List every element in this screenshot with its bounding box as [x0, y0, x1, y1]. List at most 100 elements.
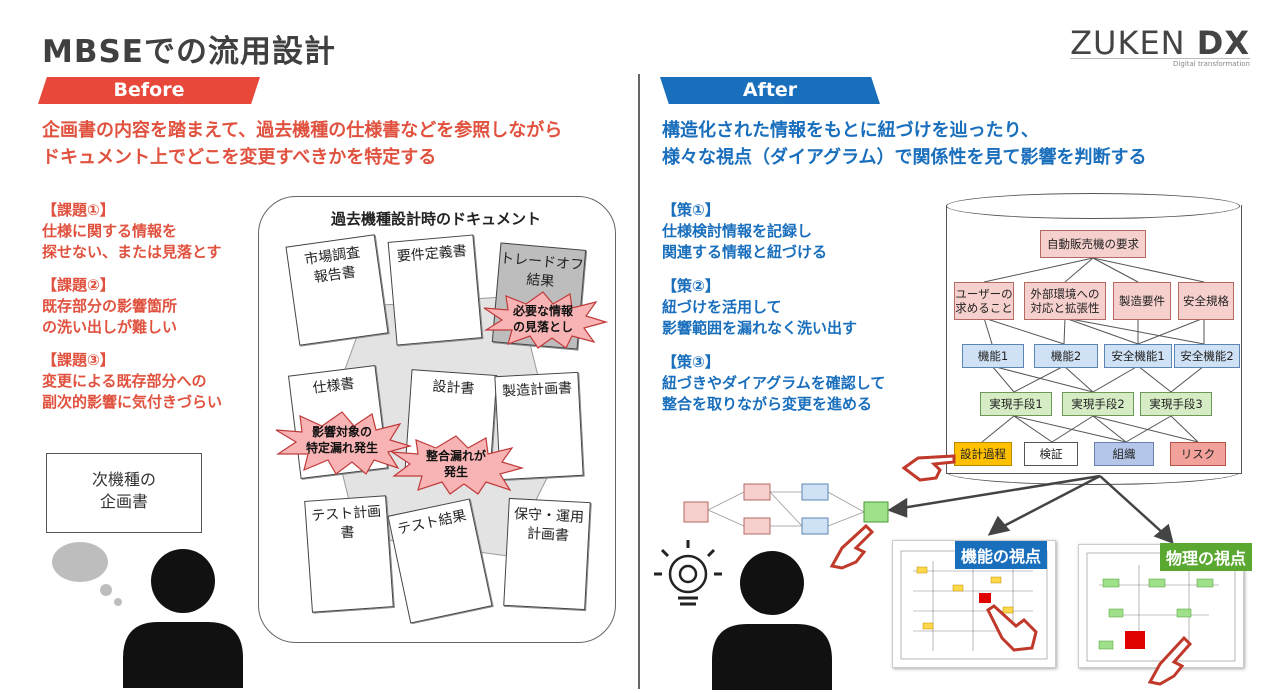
issue-list: 【課題①】 仕様に関する情報を 探せない、または見落とす 【課題②】 既存部分の… [42, 200, 252, 425]
physical-view-diagram [1086, 552, 1236, 662]
issue-1: 【課題①】 仕様に関する情報を 探せない、または見落とす [42, 200, 252, 263]
burst-label: 特定漏れ発生 [305, 441, 378, 455]
note-label: 次機種の [91, 470, 156, 489]
burst-label: 発生 [443, 465, 468, 479]
pointing-hand-icon [901, 454, 956, 482]
node-label: 求めること [955, 301, 1013, 315]
issue-text: 探せない、または見落とす [42, 243, 222, 261]
node-verification[interactable]: 検証 [1024, 442, 1078, 466]
doc-test-plan: テスト計画書 [304, 495, 394, 613]
view-arrows [887, 474, 1174, 545]
doc-label: 設計書 [431, 378, 475, 398]
node-manufacturing-req[interactable]: 製造要件 [1113, 282, 1171, 320]
node-environment[interactable]: 外部環境への対応と拡張性 [1024, 282, 1106, 320]
burst-label: 必要な情報 [512, 304, 573, 318]
node-safety-standard[interactable]: 安全規格 [1178, 282, 1234, 320]
measure-head: 【策②】 [662, 277, 720, 295]
model-db-top [946, 193, 1240, 219]
measure-text: 関連する情報と紐づける [662, 243, 828, 261]
measure-text: 仕様検討情報を記録し [662, 222, 813, 240]
burst-consistency [389, 435, 524, 495]
person-icon [712, 551, 832, 690]
measure-text: 紐づきやダイアグラムを確認して [662, 374, 886, 392]
node-design-process[interactable]: 設計過程 [954, 442, 1012, 466]
function-view-label: 機能の視点 [955, 541, 1048, 569]
measure-list: 【策①】 仕様検討情報を記録し 関連する情報と紐づける 【策②】 紐づけを活用し… [662, 200, 912, 428]
node-label: 対応と拡張性 [1030, 301, 1100, 315]
burst-label: 整合漏れが [425, 449, 486, 463]
node-organization[interactable]: 組織 [1094, 442, 1154, 466]
pointing-hand-icon [829, 523, 875, 570]
after-lead: 構造化された情報をもとに紐づけを辿ったり、 様々な視点（ダイアグラム）で関係性を… [662, 117, 1147, 171]
node-risk[interactable]: リスク [1170, 442, 1226, 466]
node-user-needs[interactable]: ユーザーの求めること [954, 282, 1014, 320]
after-lead-line: 構造化された情報をもとに紐づけを辿ったり、 [662, 120, 1039, 141]
issue-text: 副次的影響に気付きづらい [42, 393, 223, 411]
after-tag: After [660, 77, 880, 104]
node-vending-requirement[interactable]: 自動販売機の要求 [1040, 230, 1146, 258]
pointing-hand-icon [986, 604, 1038, 652]
logo-subtitle: Digital transformation [1173, 60, 1250, 68]
doc-requirements: 要件定義書 [387, 234, 483, 346]
issue-3: 【課題③】 変更による既存部分への 副次的影響に気付きづらい [42, 350, 252, 413]
burst-label: の見落とし [512, 320, 573, 334]
node-function-2[interactable]: 機能2 [1034, 344, 1098, 368]
issue-head: 【課題③】 [42, 351, 115, 369]
measure-head: 【策①】 [662, 201, 720, 219]
zuken-dx-logo: ZUKEN DX [1070, 24, 1250, 62]
issue-head: 【課題②】 [42, 276, 115, 294]
node-label: 外部環境への [1030, 287, 1100, 301]
node-safety-function-2[interactable]: 安全機能2 [1174, 344, 1240, 368]
burst-impact-missing [275, 411, 412, 475]
logo-underline [1070, 58, 1250, 59]
measure-head: 【策③】 [662, 353, 720, 371]
measure-1: 【策①】 仕様検討情報を記録し 関連する情報と紐づける [662, 200, 912, 263]
doc-market-research: 市場調査 報告書 [285, 234, 389, 346]
node-means-1[interactable]: 実現手段1 [980, 392, 1052, 416]
before-lead: 企画書の内容を踏まえて、過去機種の仕様書などを参照しながら ドキュメント上でどこ… [42, 117, 562, 171]
burst-missing-info [483, 291, 608, 349]
before-lead-line: ドキュメント上でどこを変更すべきかを特定する [42, 147, 437, 168]
measure-text: 影響範囲を漏れなく洗い出す [662, 319, 858, 337]
logo-text: ZUKEN [1070, 24, 1186, 62]
issue-2: 【課題②】 既存部分の影響箇所 の洗い出しが難しい [42, 275, 252, 338]
doc-maintenance-plan: 保守・運用 計画書 [503, 497, 591, 611]
gear-idea-icon [654, 540, 722, 606]
pointing-hand-icon [1147, 635, 1193, 686]
doc-label: 要件定義書 [396, 243, 468, 266]
node-means-2[interactable]: 実現手段2 [1062, 392, 1134, 416]
burst-missing-info-text: 必要な情報 の見落とし [490, 303, 596, 335]
issue-text: 変更による既存部分への [42, 372, 207, 390]
node-means-3[interactable]: 実現手段3 [1140, 392, 1212, 416]
before-tag: Before [38, 77, 260, 104]
burst-label: 影響対象の [311, 425, 372, 439]
logo-dx: DX [1196, 24, 1250, 62]
doc-label: 仕様書 [311, 375, 356, 397]
issue-head: 【課題①】 [42, 201, 115, 219]
next-model-plan-note: 次機種の 企画書 [46, 453, 202, 533]
thought-bubble-icon [52, 542, 122, 606]
burst-consistency-text: 整合漏れが 発生 [402, 448, 510, 480]
section-divider [638, 74, 640, 689]
node-safety-function-1[interactable]: 安全機能1 [1104, 344, 1172, 368]
before-lead-line: 企画書の内容を踏まえて、過去機種の仕様書などを参照しながら [42, 120, 563, 141]
measure-text: 整合を取りながら変更を進める [662, 395, 873, 413]
document-panel-title: 過去機種設計時のドキュメント [330, 210, 541, 228]
after-lead-line: 様々な視点（ダイアグラム）で関係性を見て影響を判断する [662, 147, 1147, 168]
node-function-1[interactable]: 機能1 [962, 344, 1024, 368]
page-title: MBSEでの流用設計 [42, 34, 336, 70]
burst-impact-missing-text: 影響対象の 特定漏れ発生 [286, 424, 398, 456]
measure-3: 【策③】 紐づきやダイアグラムを確認して 整合を取りながら変更を進める [662, 352, 912, 415]
person-icon [123, 549, 243, 688]
node-label: ユーザーの [955, 287, 1013, 301]
model-tree-links [981, 257, 1205, 443]
physical-view-label: 物理の視点 [1160, 543, 1253, 571]
doc-label: 製造計画書 [501, 380, 573, 400]
note-label: 企画書 [99, 492, 148, 511]
doc-label: テスト計画書 [310, 503, 382, 542]
measure-2: 【策②】 紐づけを活用して 影響範囲を漏れなく洗い出す [662, 276, 912, 339]
issue-text: 既存部分の影響箇所 [42, 297, 178, 315]
measure-text: 紐づけを活用して [662, 298, 782, 316]
issue-text: 仕様に関する情報を [42, 222, 178, 240]
issue-text: の洗い出しが難しい [42, 318, 178, 336]
